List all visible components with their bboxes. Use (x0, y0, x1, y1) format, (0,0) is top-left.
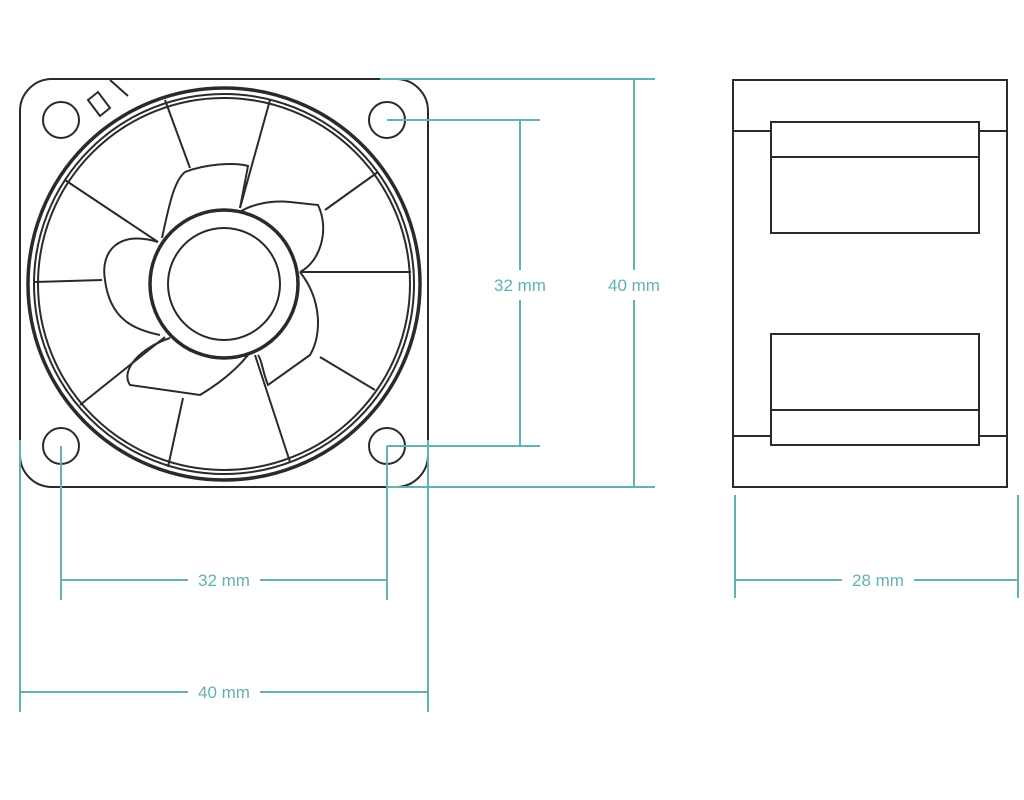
dim-label-32mm-vertical: 32 mm (494, 276, 546, 295)
dim-label-28mm: 28 mm (852, 571, 904, 590)
fan-ring (33, 93, 415, 475)
fan-front-view (19, 78, 429, 488)
fan-frame (19, 78, 429, 488)
side-panel-top (770, 121, 980, 234)
fan-hub-center (167, 227, 281, 341)
side-panel-bottom (770, 333, 980, 446)
cable-exit (86, 79, 129, 118)
fan-ring-outer (26, 86, 422, 482)
fan-ring-inner (37, 97, 411, 471)
dim-label-40mm-vertical: 40 mm (608, 276, 660, 295)
mount-hole (42, 101, 80, 139)
side-frame (732, 79, 1008, 488)
fan-blades (34, 99, 411, 468)
dimension-lines (19, 78, 1019, 712)
dim-label-40mm-horizontal: 40 mm (198, 683, 250, 702)
fan-side-view (732, 79, 1008, 488)
dim-label-32mm-horizontal: 32 mm (198, 571, 250, 590)
fan-hub (148, 208, 300, 360)
